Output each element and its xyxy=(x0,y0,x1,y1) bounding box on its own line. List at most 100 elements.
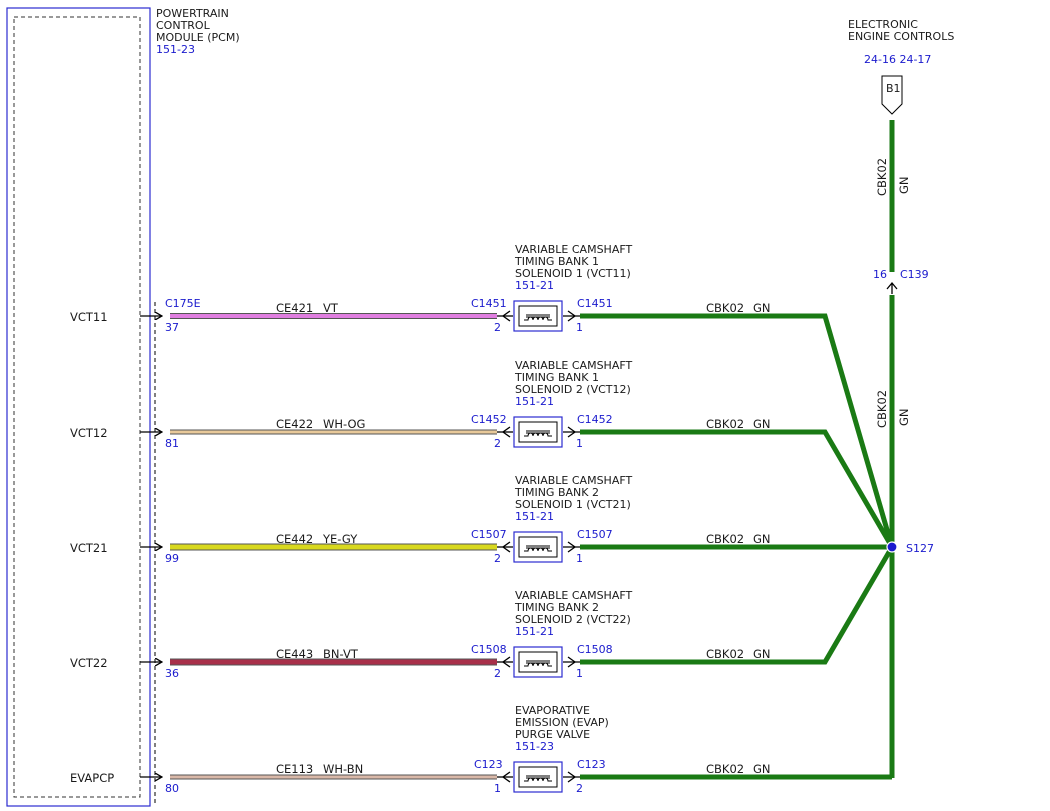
solenoid-inner-box xyxy=(518,305,558,327)
signal-wire-code: CE422 xyxy=(276,417,313,431)
component-connector-right[interactable]: C1507 xyxy=(577,528,613,541)
return-wire-color: GN xyxy=(753,301,771,315)
component-name-line-2: TIMING BANK 1 xyxy=(514,371,599,384)
component-connector-left[interactable]: C1507 xyxy=(471,528,507,541)
component-name-line-3: SOLENOID 2 (VCT22) xyxy=(515,613,631,626)
c139-pin: 16 xyxy=(873,268,887,281)
component-ref-link[interactable]: 151-21 xyxy=(515,625,554,638)
return-wire-code: CBK02 xyxy=(706,301,744,315)
pcm-module: POWERTRAIN CONTROL MODULE (PCM) 151-23 xyxy=(6,7,240,807)
signal-wire-code: CE442 xyxy=(276,532,313,546)
pcm-pin-number: 99 xyxy=(165,552,179,565)
signal-wire-code: CE113 xyxy=(276,762,313,776)
component-name-line-3: PURGE VALVE xyxy=(515,728,590,741)
signal-wire-code: CE443 xyxy=(276,647,313,661)
component-ref-link[interactable]: 151-23 xyxy=(515,740,554,753)
signal-wire-color: VT xyxy=(323,301,339,315)
return-wire-code: CBK02 xyxy=(706,532,744,546)
splice-dot[interactable] xyxy=(886,541,898,553)
component-connector-right[interactable]: C123 xyxy=(577,758,606,771)
component-name-line-2: EMISSION (EVAP) xyxy=(515,716,609,729)
component-name-line-1: EVAPORATIVE xyxy=(515,704,590,717)
pcm-title-line-2: CONTROL xyxy=(156,19,211,32)
trunk-wire-code: CBK02 xyxy=(875,390,889,428)
eec-title-line-1: ELECTRONIC xyxy=(848,18,918,31)
eec-title-line-2: ENGINE CONTROLS xyxy=(848,30,954,43)
pcm-signal-label: VCT21 xyxy=(70,541,108,555)
component-pin-left: 2 xyxy=(494,552,501,565)
connector-arrow-right xyxy=(567,426,577,438)
signal-wire-code: CE421 xyxy=(276,301,313,315)
pcm-title-line-3: MODULE (PCM) xyxy=(156,31,240,44)
eec-tag-shape xyxy=(881,75,903,115)
component-name-line-2: TIMING BANK 1 xyxy=(514,255,599,268)
component-connector-right[interactable]: C1451 xyxy=(577,297,613,310)
return-wire-color: GN xyxy=(753,417,771,431)
eec-block: ELECTRONIC ENGINE CONTROLS 24-16 24-17 B… xyxy=(848,18,954,778)
return-wire-code: CBK02 xyxy=(706,647,744,661)
solenoid-inner-box xyxy=(518,766,558,788)
return-ground-wire xyxy=(580,545,895,665)
connector-arrow-right xyxy=(567,771,577,783)
return-ground-wire xyxy=(580,313,895,548)
component-pin-left: 2 xyxy=(494,321,501,334)
pcm-ref-link[interactable]: 151-23 xyxy=(156,43,195,56)
trunk-wire-color: GN xyxy=(897,408,911,426)
return-wire-color: GN xyxy=(753,762,771,776)
eec-ref-links[interactable]: 24-16 24-17 xyxy=(864,53,931,66)
return-wire-color: GN xyxy=(753,647,771,661)
component-name-line-1: VARIABLE CAMSHAFT xyxy=(515,359,632,372)
component-name-line-2: TIMING BANK 2 xyxy=(514,486,599,499)
component-ref-link[interactable]: 151-21 xyxy=(515,395,554,408)
component-connector-right[interactable]: C1452 xyxy=(577,413,613,426)
component-ref-link[interactable]: 151-21 xyxy=(515,279,554,292)
eec-wire-color: GN xyxy=(897,176,911,194)
component-name-line-3: SOLENOID 1 (VCT11) xyxy=(515,267,631,280)
return-ground-wire xyxy=(580,429,895,549)
component-pin-right: 1 xyxy=(576,321,583,334)
eec-wire-code: CBK02 xyxy=(875,158,889,196)
connector-arrow-right xyxy=(567,541,577,553)
signal-wire-color: BN-VT xyxy=(323,647,359,661)
pcm-signal-label: VCT22 xyxy=(70,656,108,670)
return-wire-code: CBK02 xyxy=(706,762,744,776)
connector-arrow-right xyxy=(567,656,577,668)
component-name-line-3: SOLENOID 2 (VCT12) xyxy=(515,383,631,396)
component-name-line-2: TIMING BANK 2 xyxy=(514,601,599,614)
component-ref-link[interactable]: 151-21 xyxy=(515,510,554,523)
pcm-signal-label: VCT12 xyxy=(70,426,108,440)
component-pin-right: 2 xyxy=(576,782,583,795)
component-connector-left[interactable]: C123 xyxy=(474,758,503,771)
component-connector-right[interactable]: C1508 xyxy=(577,643,613,656)
component-name-line-1: VARIABLE CAMSHAFT xyxy=(515,243,632,256)
component-connector-left[interactable]: C1508 xyxy=(471,643,507,656)
pcm-outer-box xyxy=(6,7,151,807)
component-pin-left: 2 xyxy=(494,437,501,450)
pcm-title-line-1: POWERTRAIN xyxy=(156,7,229,20)
component-pin-left: 2 xyxy=(494,667,501,680)
pcm-signal-label: VCT11 xyxy=(70,310,108,324)
solenoid-inner-box xyxy=(518,421,558,443)
component-connector-left[interactable]: C1451 xyxy=(471,297,507,310)
pcm-connector-label[interactable]: C175E xyxy=(165,297,201,310)
c139-label[interactable]: C139 xyxy=(900,268,929,281)
component-name-line-3: SOLENOID 1 (VCT21) xyxy=(515,498,631,511)
signal-wire-color: WH-OG xyxy=(323,417,365,431)
connector-arrow-right xyxy=(567,310,577,322)
pcm-pin-number: 80 xyxy=(165,782,179,795)
pcm-pin-number: 37 xyxy=(165,321,179,334)
solenoid-inner-box xyxy=(518,536,558,558)
component-name-line-1: VARIABLE CAMSHAFT xyxy=(515,589,632,602)
component-connector-left[interactable]: C1452 xyxy=(471,413,507,426)
splice-label[interactable]: S127 xyxy=(906,542,934,555)
eec-tag-label: B1 xyxy=(886,82,901,95)
component-pin-right: 1 xyxy=(576,552,583,565)
splice-s127: S127 xyxy=(886,541,934,555)
component-pin-right: 1 xyxy=(576,437,583,450)
pcm-signal-label: EVAPCP xyxy=(70,771,114,785)
